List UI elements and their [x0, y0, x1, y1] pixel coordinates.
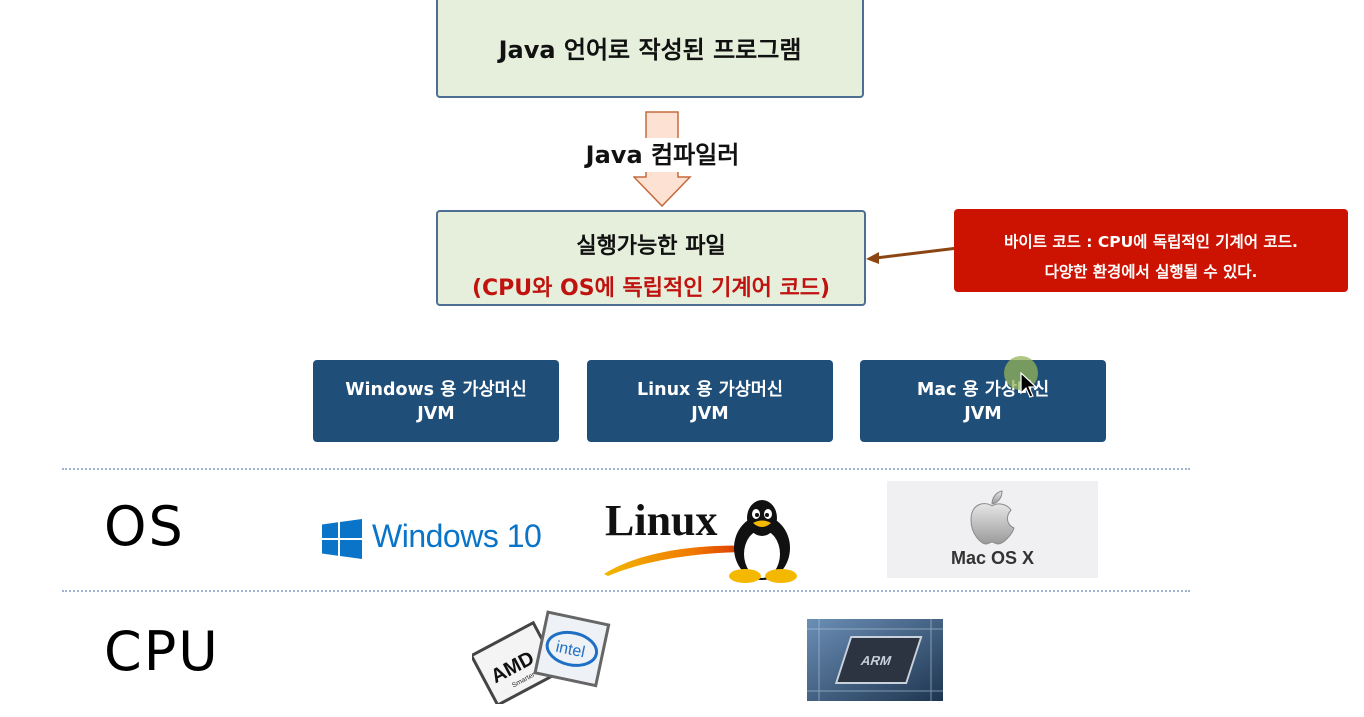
mac-os-x-logo-text: Mac OS X: [950, 548, 1035, 568]
cpu-chip-icon: AMD Smarter Choice intel: [472, 610, 611, 704]
os-row-label: OS: [104, 495, 185, 558]
windows-logo-icon: [322, 519, 362, 559]
bytecode-callout: 바이트 코드 : CPU에 독립적인 기계어 코드. 다양한 환경에서 실행될 …: [954, 209, 1348, 292]
callout-arrow-icon: [866, 246, 959, 264]
jvm-windows-label: Windows 용 가상머신: [345, 380, 527, 400]
cpu-divider: [62, 590, 1190, 592]
executable-file-box: 실행가능한 파일 (CPU와 OS에 독립적인 기계어 코드): [436, 210, 866, 306]
jvm-mac-label: Mac 용 가상머신: [916, 380, 1050, 400]
os-divider: [62, 468, 1190, 470]
jvm-linux-label: Linux 용 가상머신: [636, 380, 784, 400]
jvm-mac-sub: JVM: [964, 404, 1002, 424]
jvm-mac-box: Mac 용 가상머신 JVM: [860, 360, 1106, 442]
executable-file-title: 실행가능한 파일: [576, 234, 726, 259]
arm-chip-image: ARM: [807, 619, 943, 701]
source-program-box: Java 언어로 작성된 프로그램: [436, 0, 864, 98]
compiler-label: Java 컴파일러: [560, 138, 765, 172]
tux-penguin-icon: [604, 500, 797, 583]
windows-10-logo-text: Windows 10: [372, 518, 542, 554]
mouse-cursor-icon: [1020, 372, 1038, 398]
linux-logo-text: Linux: [605, 496, 718, 545]
callout-line-2: 다양한 환경에서 실행될 수 있다.: [1044, 263, 1258, 281]
callout-line-1: 바이트 코드 : CPU에 독립적인 기계어 코드.: [1004, 233, 1298, 251]
jvm-windows-box: Windows 용 가상머신 JVM: [313, 360, 559, 442]
jvm-linux-sub: JVM: [691, 404, 729, 424]
apple-logo-icon: [970, 490, 1015, 545]
source-program-label: Java 언어로 작성된 프로그램: [498, 35, 802, 64]
jvm-windows-sub: JVM: [417, 404, 455, 424]
executable-file-subtitle: (CPU와 OS에 독립적인 기계어 코드): [471, 276, 831, 301]
jvm-linux-box: Linux 용 가상머신 JVM: [587, 360, 833, 442]
arm-logo-text: ARM: [859, 653, 893, 668]
intel-logo-text: intel: [554, 639, 586, 662]
cpu-row-label: CPU: [104, 620, 220, 683]
